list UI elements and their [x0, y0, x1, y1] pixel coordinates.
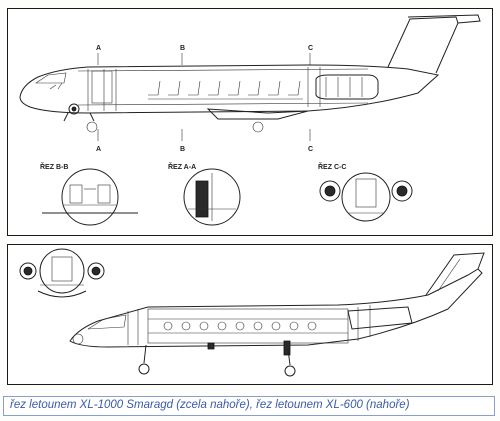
section-marker: B [180, 45, 185, 52]
figure-caption-box: řez letounem XL-1000 Smaragd (zcela naho… [3, 396, 495, 416]
xl600-cutaway-drawing [19, 248, 485, 377]
section-label-aa: ŘEZ A-A [168, 162, 196, 171]
section-marker: C [308, 45, 313, 52]
section-cc-drawing [319, 172, 413, 222]
section-bb-drawing [42, 168, 138, 226]
section-label-bb: ŘEZ B-B [40, 162, 68, 171]
xl1000-cutaway-drawing: A B C A B C ŘEZ B-B ŘEZ A-A ŘEZ C-C [19, 14, 481, 226]
section-marker: B [180, 146, 185, 153]
figure-caption: řez letounem XL-1000 Smaragd (zcela naho… [10, 399, 410, 411]
xl600-drawing-panel [7, 244, 493, 385]
section-marker: C [308, 146, 313, 153]
section-marker: A [96, 45, 101, 52]
xl600-cross-section [19, 248, 105, 298]
section-aa-drawing [183, 168, 241, 226]
xl1000-drawing-panel: A B C A B C ŘEZ B-B ŘEZ A-A ŘEZ C-C [7, 8, 493, 236]
section-label-cc: ŘEZ C-C [318, 162, 346, 171]
section-marker: A [96, 146, 101, 153]
